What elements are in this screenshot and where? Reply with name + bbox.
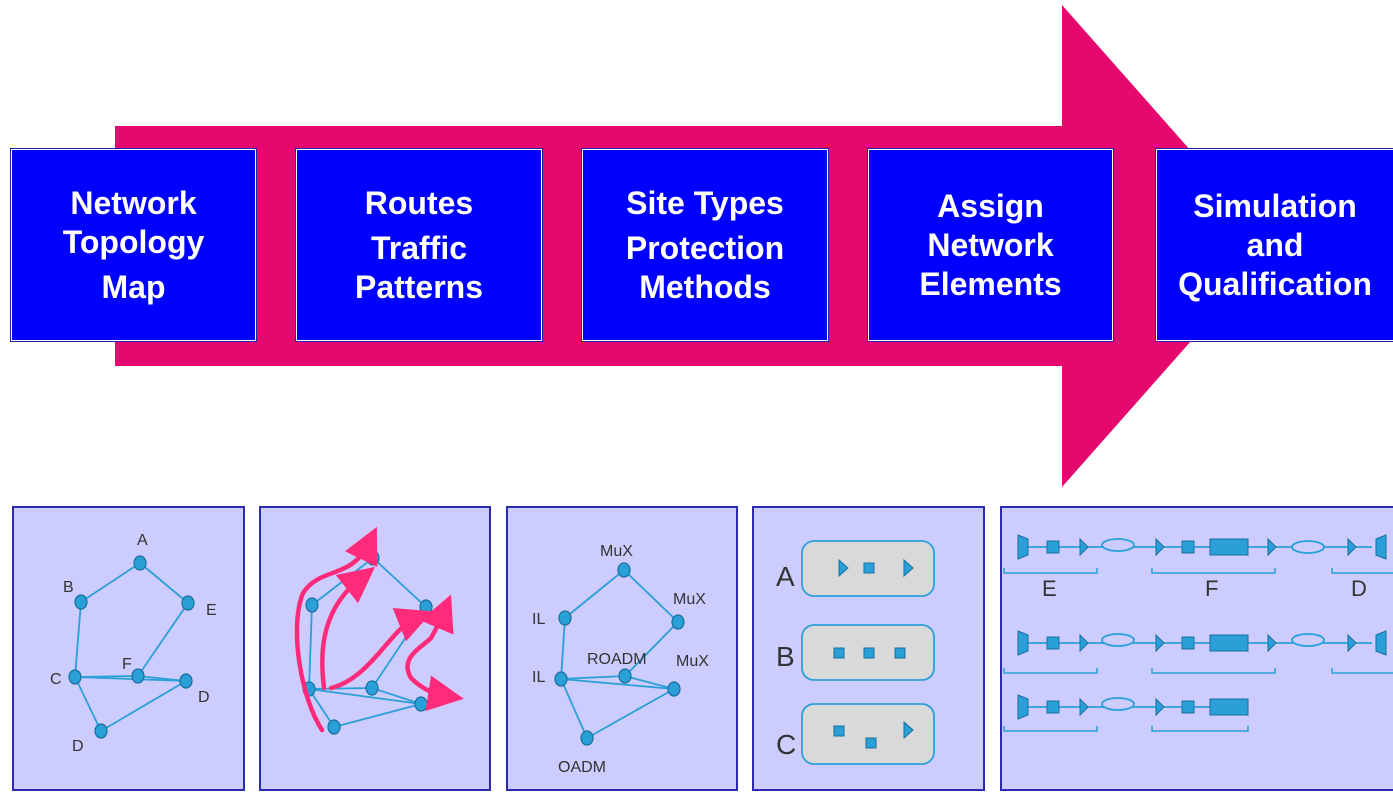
node-label: F — [122, 656, 132, 673]
step-line: Topology — [62, 223, 205, 260]
step-line: Network — [927, 226, 1054, 263]
step-line: Elements — [919, 265, 1062, 302]
step-line: Network — [70, 184, 197, 221]
route-arrow — [320, 566, 376, 691]
node-e — [181, 595, 195, 611]
network-elements-panel: A B C — [752, 506, 985, 791]
route-arrow — [294, 526, 378, 733]
node-a — [133, 555, 147, 571]
step-site-types: Site Types Protection Methods — [582, 149, 828, 341]
site-label: ROADM — [587, 651, 647, 668]
step-network-topology-map: Network Topology Map — [11, 149, 256, 341]
site-row-label: A — [776, 561, 795, 592]
site-row-label: C — [776, 729, 796, 760]
node-d-right — [179, 673, 193, 689]
site-label: MuX — [673, 591, 706, 608]
segment-label: D — [1351, 576, 1367, 601]
routes-diagram — [294, 526, 464, 735]
route-arrow — [405, 594, 454, 681]
site-types-panel: MuX MuX MuX IL IL ROADM OADM — [506, 506, 738, 791]
step-line: Methods — [639, 268, 771, 305]
node-c — [68, 669, 82, 685]
node-label: C — [50, 671, 62, 688]
segment-label: E — [1042, 576, 1057, 601]
step-line: Protection — [625, 229, 785, 266]
step-routes-traffic: Routes Traffic Patterns — [296, 149, 542, 341]
step-assign-elements: Assign Network Elements — [868, 149, 1113, 341]
node-d-bottom — [94, 723, 108, 739]
routes-panel — [259, 506, 491, 791]
network-elements-diagram: A B C — [776, 540, 935, 765]
node-label: D — [198, 689, 210, 706]
topology-panel: A B E C F D D — [12, 506, 245, 791]
node-label: A — [137, 532, 148, 549]
step-line: Routes — [364, 184, 474, 221]
site-label: MuX — [600, 543, 633, 560]
site-label: IL — [532, 669, 545, 686]
route-arrow — [328, 608, 433, 691]
simulation-diagram: E F D — [1003, 534, 1393, 732]
site-label: IL — [532, 611, 545, 628]
step-line: and — [1246, 226, 1304, 263]
node-f — [131, 668, 145, 684]
node-label: B — [63, 579, 74, 596]
route-arrow — [408, 675, 464, 712]
segment-label: F — [1205, 576, 1218, 601]
site-types-diagram: MuX MuX MuX IL IL ROADM OADM — [532, 543, 709, 776]
step-line: Patterns — [354, 268, 484, 305]
node-b — [74, 594, 88, 610]
step-line: Map — [101, 268, 166, 305]
site-box-c — [801, 703, 935, 765]
topology-diagram: A B E C F D D — [50, 532, 217, 755]
step-line: Qualification — [1178, 265, 1372, 302]
site-row-label: B — [776, 641, 795, 672]
step-line: Traffic — [370, 229, 468, 266]
site-label: MuX — [676, 653, 709, 670]
node-label: D — [72, 738, 84, 755]
simulation-panel: E F D — [1000, 506, 1393, 791]
step-line: Simulation — [1193, 187, 1357, 224]
step-line: Assign — [937, 187, 1044, 224]
step-line: Site Types — [626, 184, 784, 221]
node-label: E — [206, 602, 217, 619]
site-label: OADM — [558, 759, 606, 776]
step-simulation: Simulation and Qualification — [1156, 149, 1393, 341]
